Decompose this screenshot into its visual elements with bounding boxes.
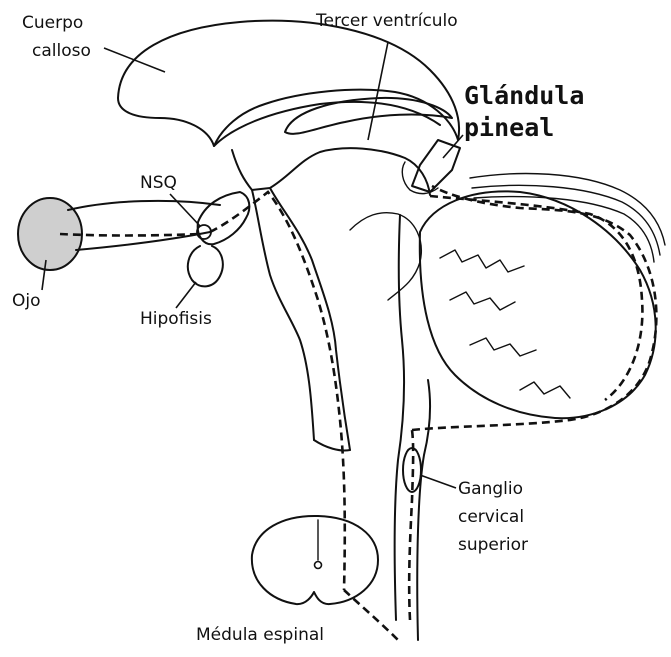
pathway-ganglion-up [409, 430, 413, 620]
leader-ganglio [420, 475, 456, 488]
third-ventricle-outline [232, 148, 430, 195]
label-pineal: pineal [464, 113, 554, 142]
label-cuerpo-calloso-1: Cuerpo [22, 13, 83, 33]
leader-pineal [443, 135, 463, 158]
hypothalamus-outline [198, 192, 250, 244]
label-medula-espinal: Médula espinal [196, 625, 324, 645]
fornix-outline [285, 98, 452, 134]
corpus-callosum-inner [214, 102, 440, 146]
label-ojo: Ojo [12, 291, 41, 311]
leader-nsq [170, 194, 200, 226]
pathway-scn-down [210, 192, 345, 590]
label-glandula: Glándula [464, 81, 584, 110]
pathway-ganglion-to-pineal [412, 186, 656, 430]
label-ganglio-3: superior [458, 535, 528, 555]
spinal-column-left-edge [395, 215, 404, 620]
spinal-cord-section-outline [252, 516, 378, 604]
central-canal [315, 562, 322, 569]
label-hipofisis: Hipofisis [140, 309, 212, 329]
spinal-column-right-edge [417, 380, 430, 640]
brainstem-left [252, 190, 314, 440]
leader-hipofisis [176, 282, 196, 308]
label-cuerpo-calloso-2: calloso [32, 41, 91, 61]
pituitary-shape [188, 246, 223, 286]
pathway-cerebellum-outer [430, 196, 642, 400]
label-tercer-ventriculo: Tercer ventrículo [315, 11, 458, 31]
label-nsq: NSQ [140, 173, 177, 193]
midbrain-contour [350, 213, 421, 300]
cerebellum-folia [440, 250, 570, 398]
label-ganglio-2: cervical [458, 507, 524, 527]
nerve-bundle-1 [470, 174, 665, 245]
optic-nerve-upper [68, 201, 220, 210]
label-ganglio-1: Ganglio [458, 479, 523, 499]
leader-cuerpo-calloso [104, 48, 165, 72]
brainstem-bottom [314, 440, 350, 451]
